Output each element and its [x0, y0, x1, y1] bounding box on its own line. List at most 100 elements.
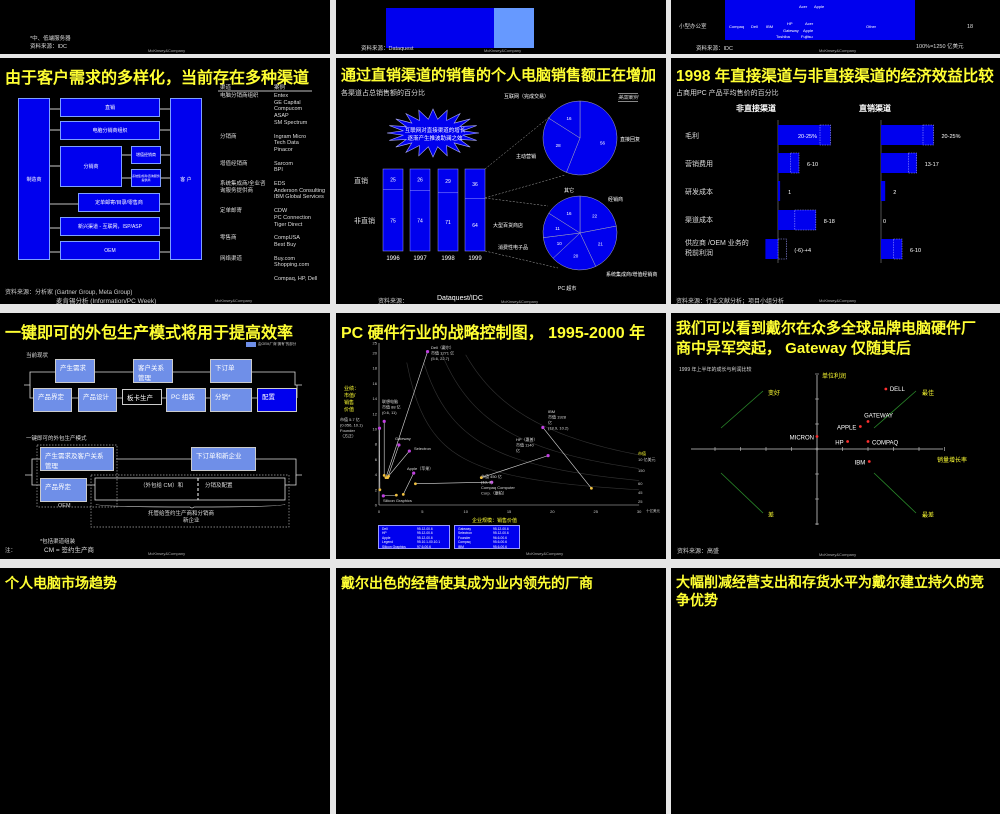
channel-box: 系统集成商/咨询服务提供商 [131, 169, 161, 187]
end-point [408, 449, 411, 452]
start-point [414, 482, 417, 485]
slide-outsourcing[interactable]: 一键即可的外包生产模式将用于提高效率 由OEM厂商“拥有”的部分 当前现状 产生… [0, 313, 330, 559]
bar-label: 0 [883, 219, 886, 225]
table-channel: 电脑分销商组织 [220, 93, 270, 100]
bar-label: 2 [893, 190, 896, 196]
point-label: (18.9, 10.2) [548, 426, 569, 431]
y-tick: 10 [373, 427, 378, 432]
start-point [480, 476, 483, 479]
year-label: 1997 [413, 256, 427, 262]
table-example: Entex [274, 93, 288, 100]
table-example: BPI [274, 167, 283, 174]
point-label: 市值 1271 亿 [431, 350, 454, 356]
point-label: HP（惠普） [516, 436, 538, 442]
point-label: (5.6, 22.7) [431, 356, 450, 361]
legend-entry: 97.6-00.6 [417, 545, 431, 549]
bar [881, 125, 934, 145]
step-box: 产品界定 [33, 388, 72, 412]
slide-pc-trends[interactable]: 个人电脑市场趋势 [0, 568, 330, 814]
legend-entry: 96.6-00.6 [493, 536, 507, 540]
channel-box: 电脑分销商组织 [60, 121, 160, 140]
point-label: (0.6, 11) [382, 410, 397, 415]
iso-label: 25 [638, 499, 643, 504]
slide-dataquest[interactable]: 资料来源：Dataquest McKinsey&Company [336, 0, 666, 54]
trajectory [389, 451, 410, 476]
outsource-text: 新企业 [183, 518, 200, 525]
slide-channels[interactable]: 由于客户需求的多样化，当前存在多种渠道 制造商 直销 电脑分销商组织 分销商 增… [0, 58, 330, 304]
slide-dell-growth[interactable]: 我们可以看到戴尔在众多全球品牌电脑硬件厂商中异军突起， Gateway 仅随其后… [671, 313, 1000, 559]
bar-label: 1 [788, 190, 791, 196]
company-label: MICRON [790, 436, 814, 442]
table-example: Compaq, HP, Dell [274, 276, 317, 283]
bar-label: 20-25% [942, 134, 961, 140]
row-label-direct: 直销 [354, 176, 368, 186]
slide-title: 个人电脑市场趋势 [5, 573, 117, 593]
step-box: 客户关系管理 [133, 359, 173, 383]
company-label: GATEWAY [864, 414, 893, 420]
table-example: Shopping.com [274, 262, 309, 269]
iso-curve [407, 363, 639, 490]
y-tick: 8 [375, 442, 378, 447]
company-point [884, 388, 887, 391]
company-point [867, 420, 870, 423]
slide-dell-operations[interactable]: 戴尔出色的经营使其成为业内领先的厂商 [336, 568, 666, 814]
slide-server-share[interactable]: *中、低端服务器 资料来源：IDC McKinsey&Company [0, 0, 330, 54]
iso-label: 60 [638, 481, 643, 486]
footer: McKinsey&Company [819, 48, 856, 53]
channel-box: 直销 [60, 98, 160, 117]
footer: McKinsey&Company [215, 298, 252, 303]
pie-value: 28 [556, 143, 562, 148]
company-label: HP [787, 21, 793, 26]
table-example: EDS [274, 181, 285, 188]
bar-value: 36 [472, 182, 478, 188]
slide-economics[interactable]: 1998 年直接渠道与非直接渠道的经济效益比较 占商用PC 产品平均售价的百分比… [671, 58, 1000, 304]
bar-block [386, 8, 494, 48]
y-tick: 25 [373, 341, 378, 346]
legend-entry: Compaq [458, 540, 470, 544]
year-label: 1996 [386, 256, 400, 262]
point-label: Compaq Computer [481, 485, 515, 490]
channel-box: 新兴渠道 - 互联网，ISP/ASP [60, 217, 160, 236]
table-channel: 系统集成商/全业咨询服务提供商 [220, 181, 270, 194]
step-box: PC 组装 [166, 388, 206, 412]
company-label: Compaq [729, 24, 744, 29]
end-point [541, 426, 544, 429]
slide-direct-sales[interactable]: 通过直销渠道的销售的个人电脑销售额正在增加 各渠道占总销售额的百分比 美国案例 … [336, 58, 666, 304]
quadrant-label: 变好 [768, 388, 780, 397]
step-box: 下订单 [210, 359, 252, 383]
company-point [868, 460, 871, 463]
point-label: 市值 5.7 亿 [340, 416, 360, 422]
bar-value: 25 [390, 177, 396, 183]
channel-box: OEM [60, 241, 160, 260]
pie-label: 其它 [564, 187, 574, 194]
footer: McKinsey&Company [148, 48, 185, 53]
connector [485, 175, 565, 198]
x-tick: 0 [378, 509, 381, 514]
slide-dell-cost-cutting[interactable]: 大幅削减经营支出和存货水平为戴尔建立持久的竞争优势 [671, 568, 1000, 814]
trajectory [383, 495, 396, 496]
table-example: GE Capital [274, 100, 301, 107]
trajectory [403, 473, 413, 494]
point-label: Apple（苹果） [407, 465, 433, 471]
year-label: 1999 [468, 256, 482, 262]
company-label: Gateway [783, 28, 799, 33]
trajectory [543, 427, 592, 488]
trend-arrow [721, 473, 763, 513]
note: CM = 签约生产商 [44, 548, 94, 555]
legend-entry: HP [382, 531, 387, 535]
slide-small-office-share[interactable]: 小型办公室 Compaq Dell IBM HP Gateway Toshiba… [671, 0, 1000, 54]
pie-label: 互联网（完成交易） [504, 93, 549, 100]
iso-label: 45 [638, 490, 643, 495]
x-tick: 30 [637, 509, 642, 514]
y-tick: 4 [375, 472, 378, 477]
channel-box: 增值经销商 [131, 146, 161, 164]
x-tick: 20 [550, 509, 555, 514]
point-label: Gateway [395, 436, 411, 441]
end-point [378, 427, 381, 430]
iso-curve [424, 364, 639, 481]
source: 资料来源：IDC [30, 44, 67, 51]
pie-value: 22 [592, 213, 598, 218]
year-label: 1998 [441, 256, 455, 262]
legend-entry: 95.12-00.6 [417, 527, 433, 531]
